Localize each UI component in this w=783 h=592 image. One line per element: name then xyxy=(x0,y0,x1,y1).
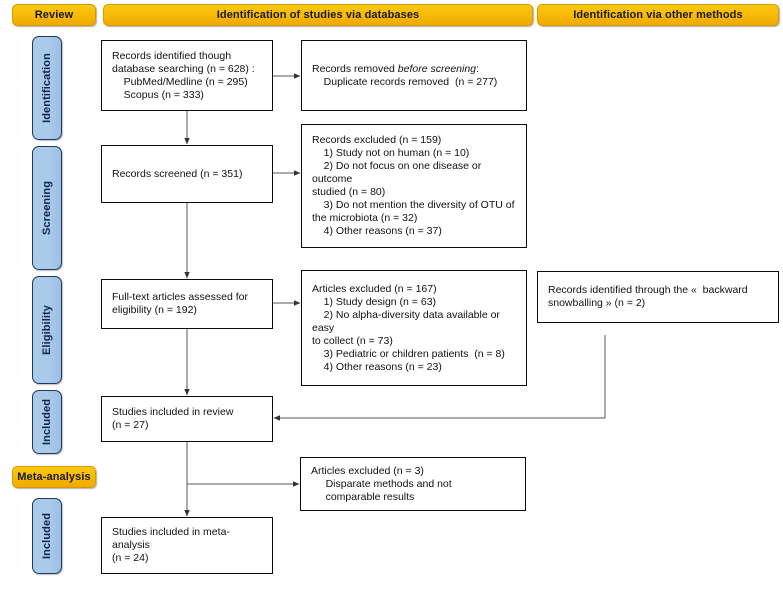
included-meta-line1: Studies included in meta-analysis xyxy=(112,526,230,551)
header-meta-analysis: Meta-analysis xyxy=(12,466,96,488)
box-records-excluded: Records excluded (n = 159) 1) Study not … xyxy=(301,124,527,248)
records-identified-line4: Scopus (n = 333) xyxy=(112,88,204,101)
fulltext-assessed-line1: Full-text articles assessed for xyxy=(112,291,248,303)
box-snowballing: Records identified through the « backwar… xyxy=(537,271,779,323)
articles-excluded-meta-line1: Articles excluded (n = 3) xyxy=(311,464,424,477)
header-review: Review xyxy=(12,4,96,26)
phase-screening: Screening xyxy=(32,146,62,270)
box-included-meta: Studies included in meta-analysis (n = 2… xyxy=(101,517,273,574)
box-fulltext-assessed: Full-text articles assessed for eligibil… xyxy=(101,279,273,329)
articles-excluded-meta-line3: comparable results xyxy=(311,490,415,503)
fulltext-assessed-line2: eligibility (n = 192) xyxy=(112,304,197,316)
records-removed-italic: before screening xyxy=(397,62,477,75)
included-meta-line2: (n = 24) xyxy=(112,552,149,564)
articles-excluded-line3: 2) No alpha-diversity data available or … xyxy=(312,308,503,334)
box-included-review: Studies included in review (n = 27) xyxy=(101,396,273,442)
box-articles-excluded-meta: Articles excluded (n = 3) Disparate meth… xyxy=(300,457,526,511)
records-removed-lead: Records removed xyxy=(312,62,398,75)
records-removed-line1: Records removed before screening: xyxy=(312,63,518,76)
header-databases-label: Identification of studies via databases xyxy=(216,9,420,21)
records-excluded-line3: 2) Do not focus on one disease or outcom… xyxy=(312,160,485,185)
records-excluded-line1: Records excluded (n = 159) xyxy=(312,134,442,146)
phase-included-meta: Included xyxy=(32,498,62,574)
wire-included-to-excluded-meta xyxy=(186,442,300,487)
records-identified-line3: PubMed/Medline (n = 295) xyxy=(112,75,248,88)
articles-excluded-meta-line2: Disparate methods and not xyxy=(311,477,452,490)
phase-included-label: Included xyxy=(41,398,53,446)
header-review-label: Review xyxy=(34,9,74,21)
header-meta-analysis-label: Meta-analysis xyxy=(17,471,91,483)
records-excluded-line2: 1) Study not on human (n = 10) xyxy=(312,147,470,159)
phase-identification: Identification xyxy=(32,36,62,140)
header-other-methods-label: Identification via other methods xyxy=(573,9,743,21)
included-review-line1: Studies included in review xyxy=(112,406,234,418)
header-databases: Identification of studies via databases xyxy=(103,4,533,26)
phase-identification-label: Identification xyxy=(41,53,53,123)
records-excluded-line7: 4) Other reasons (n = 37) xyxy=(312,225,442,237)
records-removed-line2: Duplicate records removed (n = 277) xyxy=(312,75,498,88)
box-records-screened: Records screened (n = 351) xyxy=(101,145,273,203)
header-other-methods: Identification via other methods xyxy=(537,4,779,26)
phase-eligibility: Eligibility xyxy=(32,276,62,384)
articles-excluded-line6: 4) Other reasons (n = 23) xyxy=(312,360,442,373)
records-excluded-line6: the microbiota (n = 32) xyxy=(312,212,418,224)
articles-excluded-line5: 3) Pediatric or children patients (n = 8… xyxy=(312,347,505,360)
box-records-identified: Records identified though database searc… xyxy=(101,40,273,111)
phase-included: Included xyxy=(32,390,62,454)
snowballing-line1: Records identified through the « backwar… xyxy=(548,284,748,296)
box-records-removed: Records removed before screening: Duplic… xyxy=(301,40,527,111)
records-screened-line1: Records screened (n = 351) xyxy=(112,167,243,180)
box-articles-excluded: Articles excluded (n = 167) 1) Study des… xyxy=(301,270,527,386)
records-excluded-line4: studied (n = 80) xyxy=(312,186,386,198)
articles-excluded-line4: to collect (n = 73) xyxy=(312,334,393,347)
records-identified-line2: database searching (n = 628) : xyxy=(112,62,255,75)
phase-eligibility-label: Eligibility xyxy=(41,305,53,355)
records-removed-tail: : xyxy=(476,62,479,75)
records-identified-line1: Records identified though xyxy=(112,49,232,62)
records-excluded-line5: 3) Do not mention the diversity of OTU o… xyxy=(312,199,515,211)
articles-excluded-line2: 1) Study design (n = 63) xyxy=(312,295,437,308)
phase-screening-label: Screening xyxy=(41,180,53,236)
snowballing-line2: snowballing » (n = 2) xyxy=(548,297,646,309)
articles-excluded-line1: Articles excluded (n = 167) xyxy=(312,282,437,295)
included-review-line2: (n = 27) xyxy=(112,419,149,431)
phase-included-meta-label: Included xyxy=(41,512,53,560)
